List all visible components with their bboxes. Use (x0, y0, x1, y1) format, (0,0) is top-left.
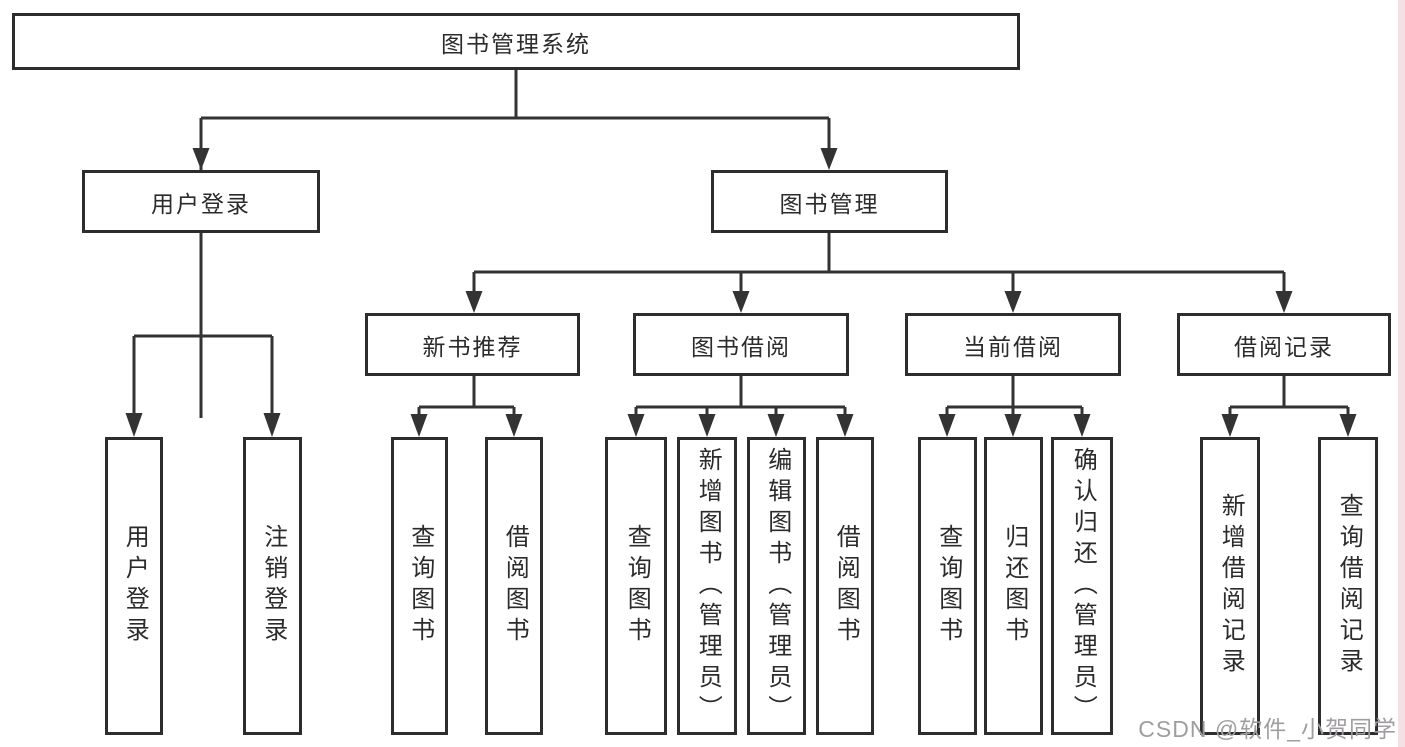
node-user-login-label: 用户登录 (151, 190, 251, 217)
leaf-nb-borrow-books: 借阅图书 (485, 437, 543, 735)
node-book-management: 图书管理 (711, 170, 948, 233)
leaf-bw-edit-books-admin-label: 编辑图书（管理员） (763, 446, 791, 726)
connector-book-borrow (627, 376, 854, 437)
node-borrow-records: 借阅记录 (1177, 313, 1391, 376)
leaf-cur-return-books-label: 归还图书 (1000, 524, 1028, 648)
node-book-borrow: 图书借阅 (633, 313, 849, 376)
leaf-bw-query-books-label: 查询图书 (623, 524, 651, 648)
connector-current-borrow (938, 376, 1091, 437)
node-book-borrow-label: 图书借阅 (691, 333, 791, 360)
csdn-watermark: CSDN @软件_小贺同学 (1138, 716, 1397, 742)
node-root-label: 图书管理系统 (441, 30, 591, 57)
node-new-book-recommend: 新书推荐 (365, 313, 580, 376)
leaf-cur-confirm-return-admin-label: 确认归还（管理员） (1069, 446, 1097, 726)
node-user-login: 用户登录 (82, 170, 320, 233)
leaf-cur-return-books: 归还图书 (984, 437, 1043, 735)
leaf-logout: 注销登录 (243, 437, 302, 735)
connector-book-management (465, 233, 1293, 313)
right-edge-strip (1398, 0, 1405, 747)
node-new-book-recommend-label: 新书推荐 (422, 333, 523, 360)
leaf-nb-query-books: 查询图书 (391, 437, 448, 735)
connector-user-login (125, 233, 281, 437)
leaf-cur-query-books: 查询图书 (918, 437, 977, 735)
leaf-bw-add-books-admin: 新增图书（管理员） (677, 437, 737, 735)
leaf-rec-query-borrow-record-label: 查询借阅记录 (1335, 493, 1363, 679)
leaf-bw-add-books-admin-label: 新增图书（管理员） (694, 446, 722, 726)
leaf-rec-add-borrow-record-label: 新增借阅记录 (1217, 493, 1245, 679)
leaf-bw-edit-books-admin: 编辑图书（管理员） (747, 437, 806, 735)
leaf-rec-query-borrow-record: 查询借阅记录 (1318, 437, 1378, 735)
leaf-bw-query-books: 查询图书 (605, 437, 667, 735)
leaf-nb-query-books-label: 查询图书 (406, 524, 434, 648)
node-current-borrow-label: 当前借阅 (963, 333, 1063, 360)
leaf-logout-label: 注销登录 (259, 524, 287, 648)
leaf-user-login-label: 用户登录 (121, 524, 149, 648)
leaf-bw-borrow-books: 借阅图书 (816, 437, 874, 735)
node-borrow-records-label: 借阅记录 (1234, 333, 1334, 360)
node-current-borrow: 当前借阅 (905, 313, 1121, 376)
leaf-user-login: 用户登录 (105, 437, 163, 735)
leaf-bw-borrow-books-label: 借阅图书 (832, 524, 860, 648)
leaf-cur-confirm-return-admin: 确认归还（管理员） (1051, 437, 1113, 735)
node-book-management-label: 图书管理 (779, 190, 880, 217)
connector-root-drops (192, 118, 838, 170)
node-root: 图书管理系统 (12, 13, 1020, 70)
leaf-nb-borrow-books-label: 借阅图书 (501, 524, 529, 648)
connector-new-book (410, 376, 523, 437)
connector-borrow-records (1221, 376, 1357, 437)
leaf-rec-add-borrow-record: 新增借阅记录 (1200, 437, 1260, 735)
leaf-cur-query-books-label: 查询图书 (934, 524, 962, 648)
